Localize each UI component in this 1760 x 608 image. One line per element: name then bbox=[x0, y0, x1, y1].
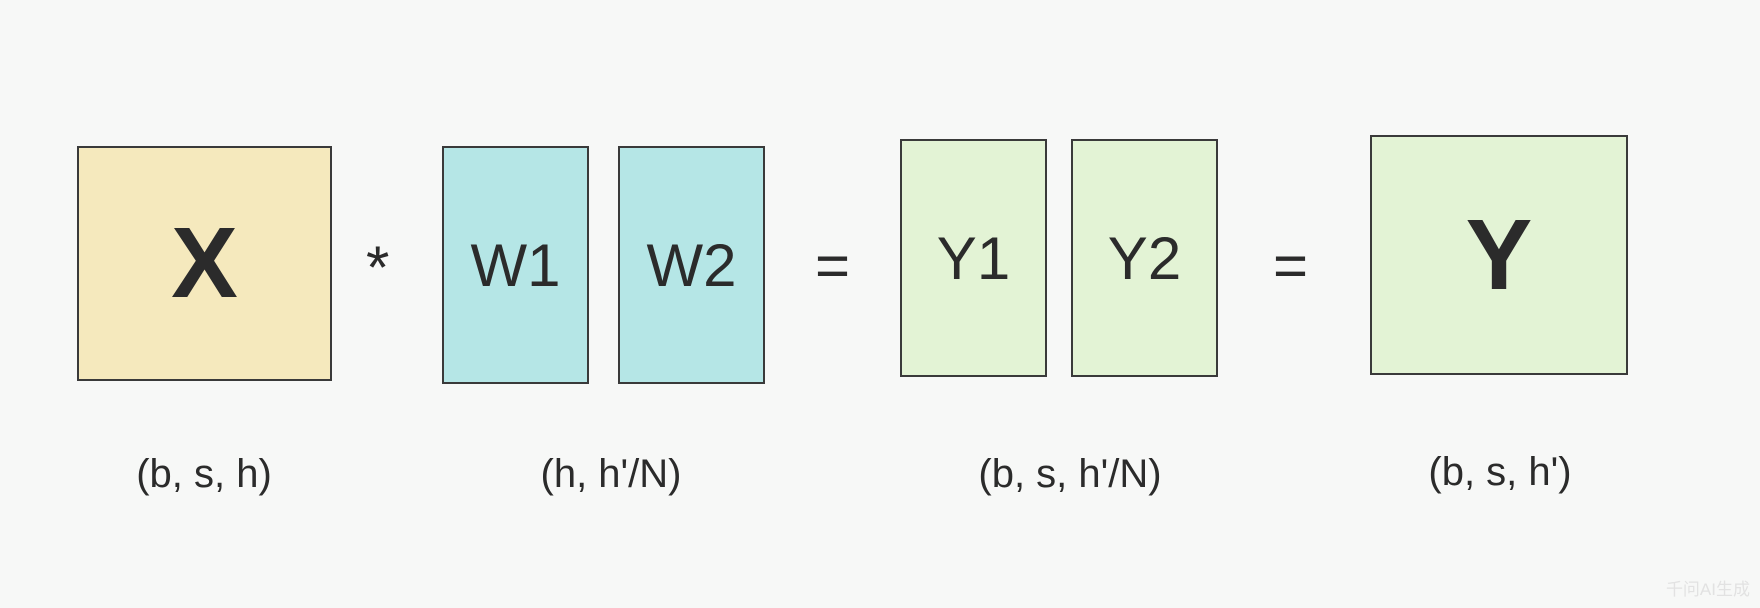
watermark: 千问AI生成 bbox=[1665, 580, 1750, 599]
matrix-x: X bbox=[77, 146, 332, 381]
shape-label-w: (h, h'/N) bbox=[540, 452, 682, 496]
matrix-x-label: X bbox=[171, 207, 238, 319]
matrix-y-label: Y bbox=[1465, 198, 1533, 311]
matrix-w1: W1 bbox=[442, 146, 589, 384]
shape-label-x: (b, s, h) bbox=[136, 452, 272, 496]
matrix-w2-label: W2 bbox=[646, 231, 737, 299]
matrix-y1-label: Y1 bbox=[936, 224, 1011, 292]
matrix-y: Y bbox=[1370, 135, 1628, 375]
equals-operator-1: = bbox=[815, 232, 851, 299]
matrix-w1-label: W1 bbox=[470, 231, 561, 299]
matrix-y1: Y1 bbox=[900, 139, 1047, 377]
shape-label-y: (b, s, h') bbox=[1428, 450, 1572, 494]
equals-operator-2: = bbox=[1273, 232, 1309, 299]
matrix-y2: Y2 bbox=[1071, 139, 1218, 377]
matrix-w2: W2 bbox=[618, 146, 765, 384]
multiply-operator: * bbox=[366, 234, 390, 301]
shape-label-y-parts: (b, s, h'/N) bbox=[978, 452, 1162, 496]
matrix-y2-label: Y2 bbox=[1107, 224, 1182, 292]
